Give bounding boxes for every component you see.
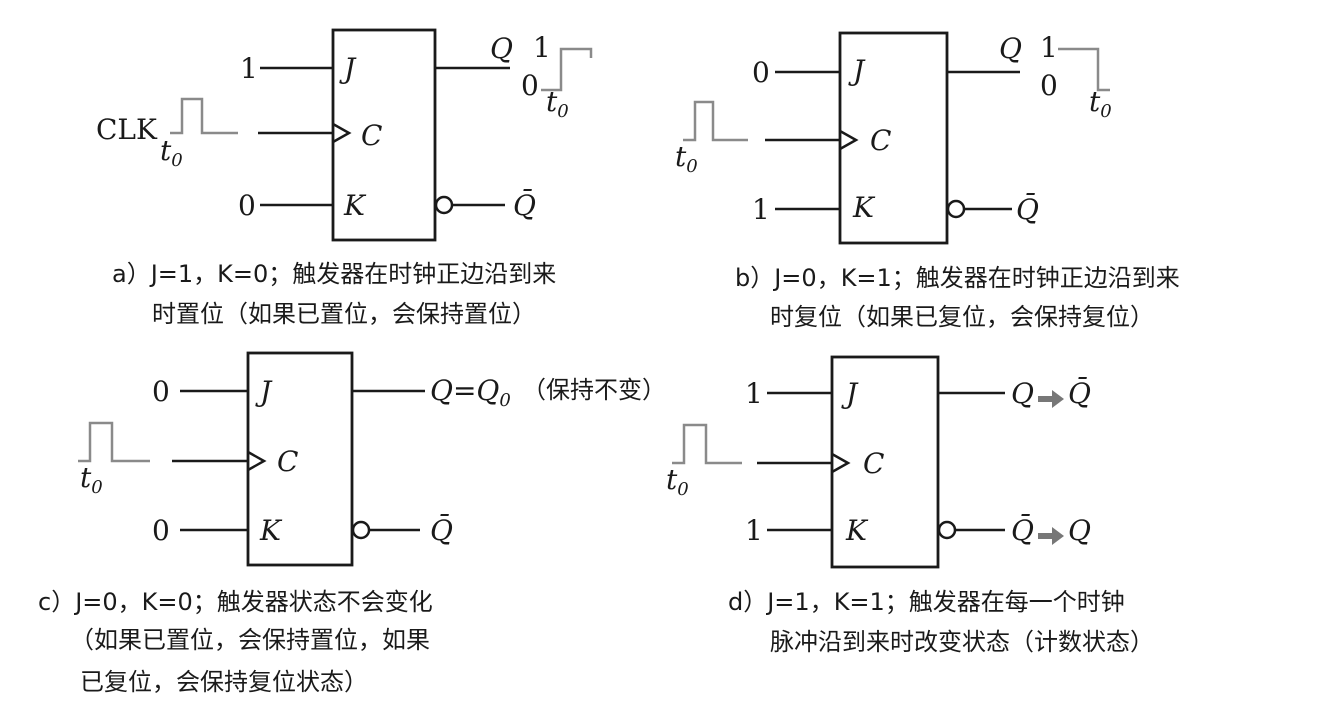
- pin-j-a: J: [339, 52, 357, 85]
- k-value-b: 1: [752, 193, 770, 226]
- qbar-bubble-a: [434, 195, 454, 215]
- t0-label-a: t0: [160, 134, 183, 171]
- q-to-label-d: Q̄: [1068, 376, 1091, 410]
- t0-q-label-b: t0: [1089, 85, 1112, 122]
- right-arrow-icon: [1038, 390, 1064, 408]
- q-label-c: Q=Q0: [430, 374, 511, 411]
- clock-pulse-a: [170, 97, 238, 135]
- pin-j-c: J: [255, 375, 273, 408]
- k-value-c: 0: [152, 514, 170, 547]
- j-value-c: 0: [152, 375, 170, 408]
- caption-a-line1: a）J=1，K=0；触发器在时钟正边沿到来: [112, 260, 556, 288]
- caption-a-line2: 时置位（如果已置位，会保持置位）: [152, 300, 536, 328]
- qbar-label-a: Q̄: [513, 188, 536, 222]
- j-value-d: 1: [745, 377, 763, 410]
- j-value-a: 1: [240, 52, 258, 85]
- panel-a: 1 0 CLK J C K Q Q̄ t0 1 0 t0 a）J=1，K=0；触…: [96, 28, 593, 328]
- k-value-a: 0: [238, 189, 256, 222]
- caption-b-line1: b）J=0，K=1；触发器在时钟正边沿到来: [735, 264, 1180, 292]
- q-label-b: Q: [999, 32, 1022, 65]
- clock-pulse-c: [78, 421, 150, 463]
- caption-d-line2: 脉冲沿到来时改变状态（计数状态）: [770, 628, 1154, 656]
- q-note-c: （保持不变）: [522, 376, 666, 404]
- pin-c-c: C: [277, 445, 298, 478]
- pin-k-a: K: [343, 189, 367, 222]
- qbar-to-label-d: Q: [1068, 514, 1091, 547]
- q-label-a: Q: [490, 32, 513, 65]
- qbar-bubble-c: [351, 520, 371, 540]
- caption-d-line1: d）J=1，K=1；触发器在每一个时钟: [728, 588, 1125, 616]
- flipflop-d-box: [830, 355, 940, 569]
- t0-q-label-a: t0: [546, 85, 569, 122]
- panel-c: 0 0 J C K Q=Q0 （保持不变） Q̄ t0 c）J=0，K=0；触发…: [38, 351, 666, 696]
- panel-b: 0 1 J C K Q Q̄ t0 1 0 t0 b）J=0，K=1；触发器在时…: [675, 31, 1180, 331]
- caption-c-line2: （如果已置位，会保持置位，如果: [70, 626, 430, 654]
- clock-pulse-b: [683, 100, 748, 142]
- t0-label-d: t0: [666, 463, 689, 500]
- waveform-high-b: 1: [1040, 31, 1058, 64]
- pin-c-d: C: [863, 447, 884, 480]
- pin-j-b: J: [848, 54, 866, 87]
- pin-k-c: K: [259, 514, 283, 547]
- panel-d: 1 1 J C K Q Q̄ Q̄ Q t0 d）J=1，K=1；触发器在每一个…: [666, 355, 1154, 656]
- k-value-d: 1: [745, 514, 763, 547]
- waveform-low-b: 0: [1040, 69, 1058, 102]
- qbar-bubble-d: [937, 520, 957, 540]
- j-value-b: 0: [752, 56, 770, 89]
- right-arrow-icon: [1038, 527, 1064, 545]
- waveform-low-a: 0: [521, 69, 539, 102]
- clk-label-a: CLK: [96, 113, 158, 146]
- q-waveform-a: [541, 47, 593, 92]
- caption-c-line1: c）J=0，K=0；触发器状态不会变化: [38, 588, 433, 616]
- flipflop-c-box: [246, 351, 354, 567]
- pin-k-b: K: [852, 191, 876, 224]
- pin-j-d: J: [841, 377, 859, 410]
- pin-c-a: C: [361, 119, 382, 152]
- qbar-label-d: Q̄: [1011, 513, 1034, 547]
- clock-pulse-d: [672, 423, 742, 465]
- pin-c-b: C: [870, 124, 891, 157]
- qbar-bubble-b: [946, 199, 966, 219]
- qbar-label-b: Q̄: [1016, 192, 1039, 226]
- clock-triangle-a: [332, 122, 352, 144]
- clock-triangle-b: [839, 129, 859, 151]
- t0-label-b: t0: [675, 140, 698, 177]
- t0-label-c: t0: [80, 461, 103, 498]
- flipflop-a-box: [331, 28, 437, 242]
- clock-triangle-d: [831, 452, 851, 474]
- flipflop-b-box: [838, 31, 949, 245]
- q-waveform-b: [1058, 47, 1110, 92]
- waveform-high-a: 1: [533, 31, 551, 64]
- pin-k-d: K: [845, 514, 869, 547]
- clock-triangle-c: [247, 450, 267, 472]
- q-label-d: Q: [1011, 377, 1034, 410]
- caption-b-line2: 时复位（如果已复位，会保持复位）: [770, 303, 1154, 331]
- qbar-label-c: Q̄: [430, 513, 453, 547]
- caption-c-line3: 已复位，会保持复位状态）: [80, 668, 368, 696]
